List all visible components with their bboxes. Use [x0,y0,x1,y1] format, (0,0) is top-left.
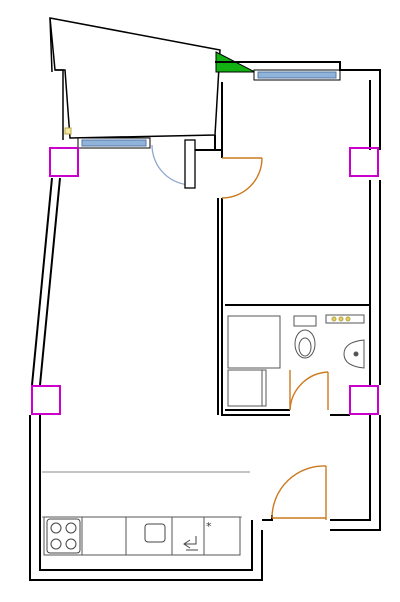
bedroom-door [221,157,263,199]
bedroom-window [253,69,341,81]
kitchen-sink-icon [144,523,166,543]
exterior-walls [29,61,381,581]
asterisk-icon: * [206,520,212,533]
bathroom-fixtures [227,314,365,407]
balcony-door [151,139,196,189]
toilet-tank [293,315,317,327]
bathroom-door [289,370,329,411]
stove-icon [46,518,81,554]
dishwasher-icon [183,536,198,551]
interior-walls [195,82,370,416]
columns [31,147,379,415]
entry-door [271,465,327,520]
shower-tray [227,315,281,369]
balcony-light-icon [64,127,72,135]
balcony [49,17,221,140]
kitchen [42,471,250,556]
balcony-window [77,137,151,149]
washing-machine [227,369,267,407]
